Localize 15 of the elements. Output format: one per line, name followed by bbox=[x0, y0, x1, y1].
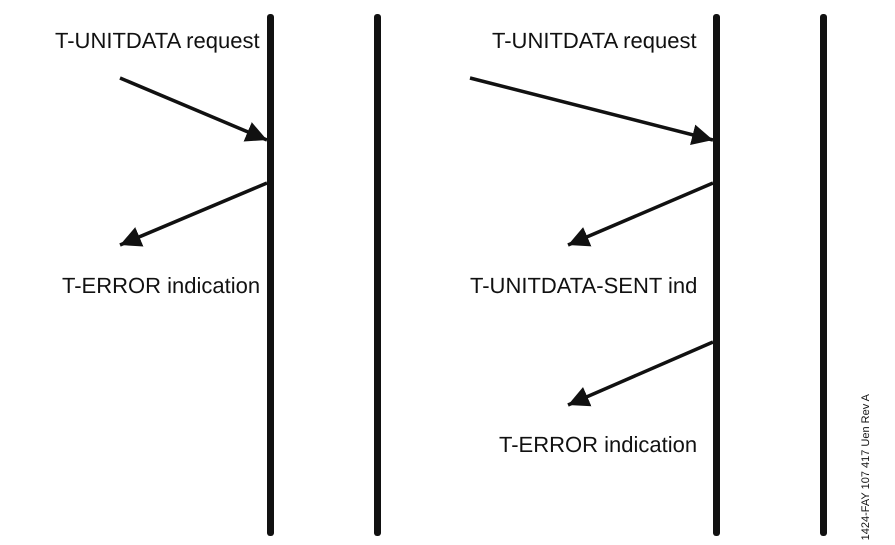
document-reference: 1424-FAY 107 417 Uen Rev A bbox=[860, 394, 872, 540]
edge-label: T-UNITDATA request bbox=[55, 28, 260, 54]
lifeline-bar bbox=[374, 14, 381, 536]
edge-label: T-UNITDATA-SENT ind bbox=[470, 273, 698, 299]
arrow bbox=[119, 181, 268, 247]
edge-label: T-ERROR indication bbox=[499, 432, 698, 458]
arrow bbox=[567, 181, 714, 247]
lifeline-bar bbox=[820, 14, 827, 536]
arrow bbox=[119, 76, 268, 142]
arrow bbox=[567, 340, 714, 407]
arrow bbox=[470, 76, 714, 145]
edge-label: T-UNITDATA request bbox=[492, 28, 697, 54]
lifeline-bar bbox=[267, 14, 274, 536]
edge-label: T-ERROR indication bbox=[62, 273, 260, 299]
lifeline-bar bbox=[713, 14, 720, 536]
